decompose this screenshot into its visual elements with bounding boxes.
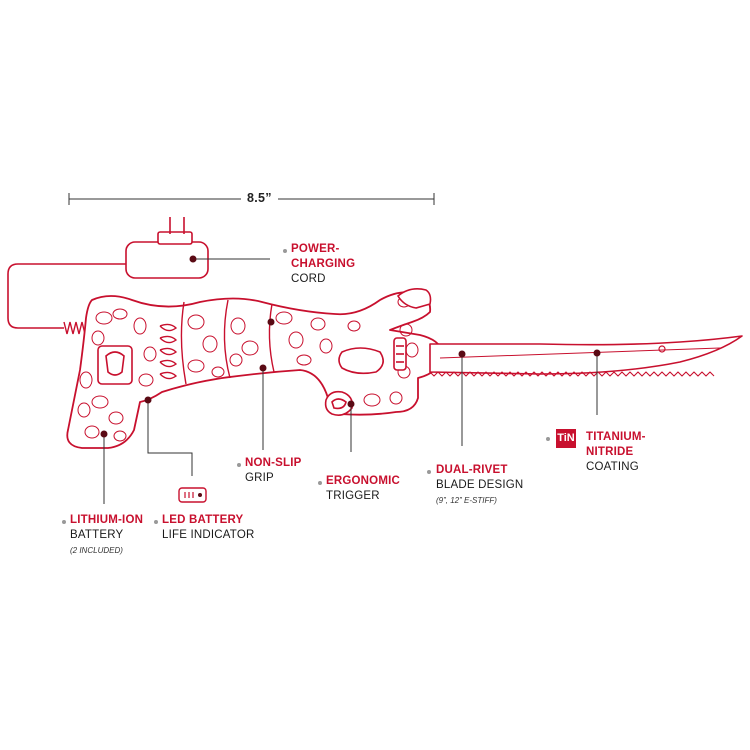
grip-dividers	[180, 299, 275, 385]
power-cord-bullet	[283, 249, 287, 253]
trigger-subtitle: TRIGGER	[326, 490, 380, 502]
led-subtitle: LIFE INDICATOR	[162, 529, 255, 541]
tin-badge: TiN	[556, 429, 576, 448]
trigger-bullet	[318, 481, 322, 485]
tin-title-2: NITRIDE	[586, 446, 634, 458]
battery-release-button	[97, 345, 133, 385]
tin-callout: TITANIUM- NITRIDE COATING	[586, 430, 646, 475]
leader-dots	[100, 255, 601, 438]
power-cord-title-1: POWER-	[291, 243, 340, 255]
led-callout: LED BATTERY LIFE INDICATOR	[162, 513, 254, 543]
power-cord-callout: POWER- CHARGING CORD	[291, 242, 355, 287]
tin-subtitle: COATING	[586, 461, 639, 473]
tin-bullet	[546, 437, 550, 441]
rivet-bullet	[427, 470, 431, 474]
battery-bullet	[62, 520, 66, 524]
grip-subtitle: GRIP	[245, 472, 274, 484]
leader-lines	[103, 258, 598, 504]
blade	[429, 335, 743, 377]
led-battery-icon	[178, 487, 207, 503]
rivet-callout: DUAL-RIVET BLADE DESIGN (9”, 12” E-STIFF…	[436, 463, 523, 508]
rivet-title: DUAL-RIVET	[436, 464, 508, 476]
grip-bullet	[237, 463, 241, 467]
rivet-subtitle: BLADE DESIGN	[436, 479, 524, 491]
led-title: LED BATTERY	[162, 514, 244, 526]
grip-callout: NON-SLIP GRIP	[245, 456, 302, 486]
blade-release-tab	[396, 288, 432, 309]
led-bullet	[154, 520, 158, 524]
battery-callout: LITHIUM-ION BATTERY (2 INCLUDED)	[70, 513, 143, 558]
dimension-label: 8.5”	[241, 191, 278, 205]
trigger-callout: ERGONOMIC TRIGGER	[326, 474, 400, 504]
grip-title: NON-SLIP	[245, 457, 302, 469]
trigger-title: ERGONOMIC	[326, 475, 400, 487]
battery-note: (2 INCLUDED)	[70, 546, 123, 555]
trigger	[324, 390, 354, 416]
power-cord-title-2: CHARGING	[291, 258, 356, 270]
power-cord	[7, 263, 126, 329]
trigger-opening	[338, 337, 407, 375]
grip-ridges	[159, 323, 178, 380]
charger-adapter	[125, 217, 209, 279]
rivet-note: (9”, 12” E-STIFF)	[436, 496, 497, 505]
battery-subtitle: BATTERY	[70, 529, 124, 541]
tin-title-1: TITANIUM-	[586, 431, 646, 443]
battery-title: LITHIUM-ION	[70, 514, 144, 526]
power-cord-subtitle: CORD	[291, 273, 326, 285]
